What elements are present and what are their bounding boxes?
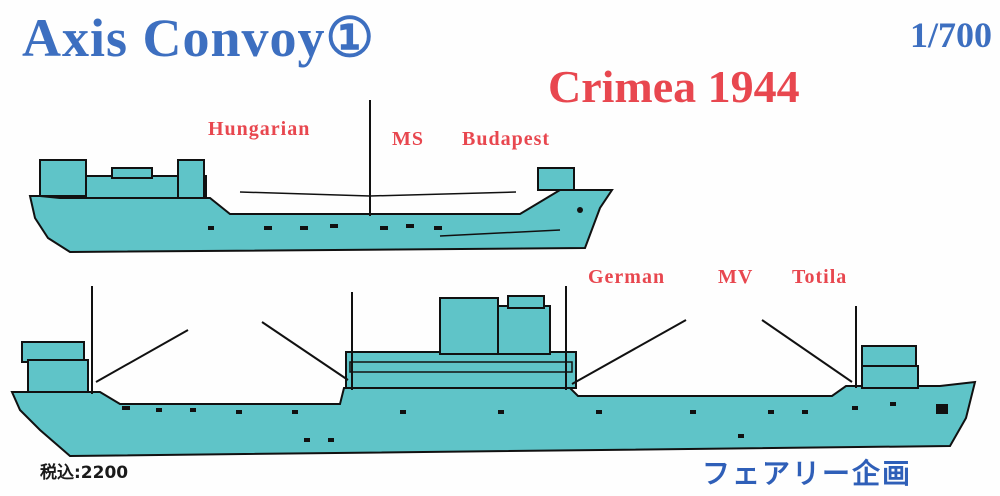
ship2-fwd-deckhouse [861,365,919,389]
ship2-boom-1 [95,329,189,383]
maker-name: フェアリー企画 [702,457,913,490]
ship2-portholes [122,402,948,442]
ship1-bridge [177,159,205,199]
ship1-fwd-house [537,167,575,191]
ship2-boom-2 [261,321,349,381]
ship2-drawing [10,286,977,458]
price-label: 税込:2200 [40,463,129,483]
ship1-funnel-box [111,167,153,179]
ship2-mid-deck [345,351,577,389]
ship2-boom-4 [761,319,853,383]
ship2-mid-deck-rail [349,361,573,373]
ship2-hull [10,380,977,458]
ship1-portholes [208,207,583,230]
box-title: Axis Convoy① [22,8,375,68]
ship2-aft-deckhouse [27,359,89,393]
scale-label: 1/700 [909,15,992,55]
ship1-waterline [439,229,561,237]
ship2-nationality: German [588,266,666,288]
ship2-bridge-top [507,295,545,309]
ship1-boom-fwd [369,191,517,197]
ship2-type: MV [718,266,754,288]
ship2-fwd-house [861,345,917,369]
ship1-drawing [28,100,614,254]
ship2-bridge [497,305,551,355]
ship1-nationality: Hungarian [208,118,311,140]
ship1-name: Budapest [462,128,551,150]
ship1-boom-aft [239,191,371,197]
ship1-type: MS [392,128,424,150]
ship2-boom-3 [571,319,687,385]
subtitle: Crimea 1944 [548,61,800,112]
ship2-funnel [439,297,499,355]
ship2-name: Totila [792,266,848,288]
